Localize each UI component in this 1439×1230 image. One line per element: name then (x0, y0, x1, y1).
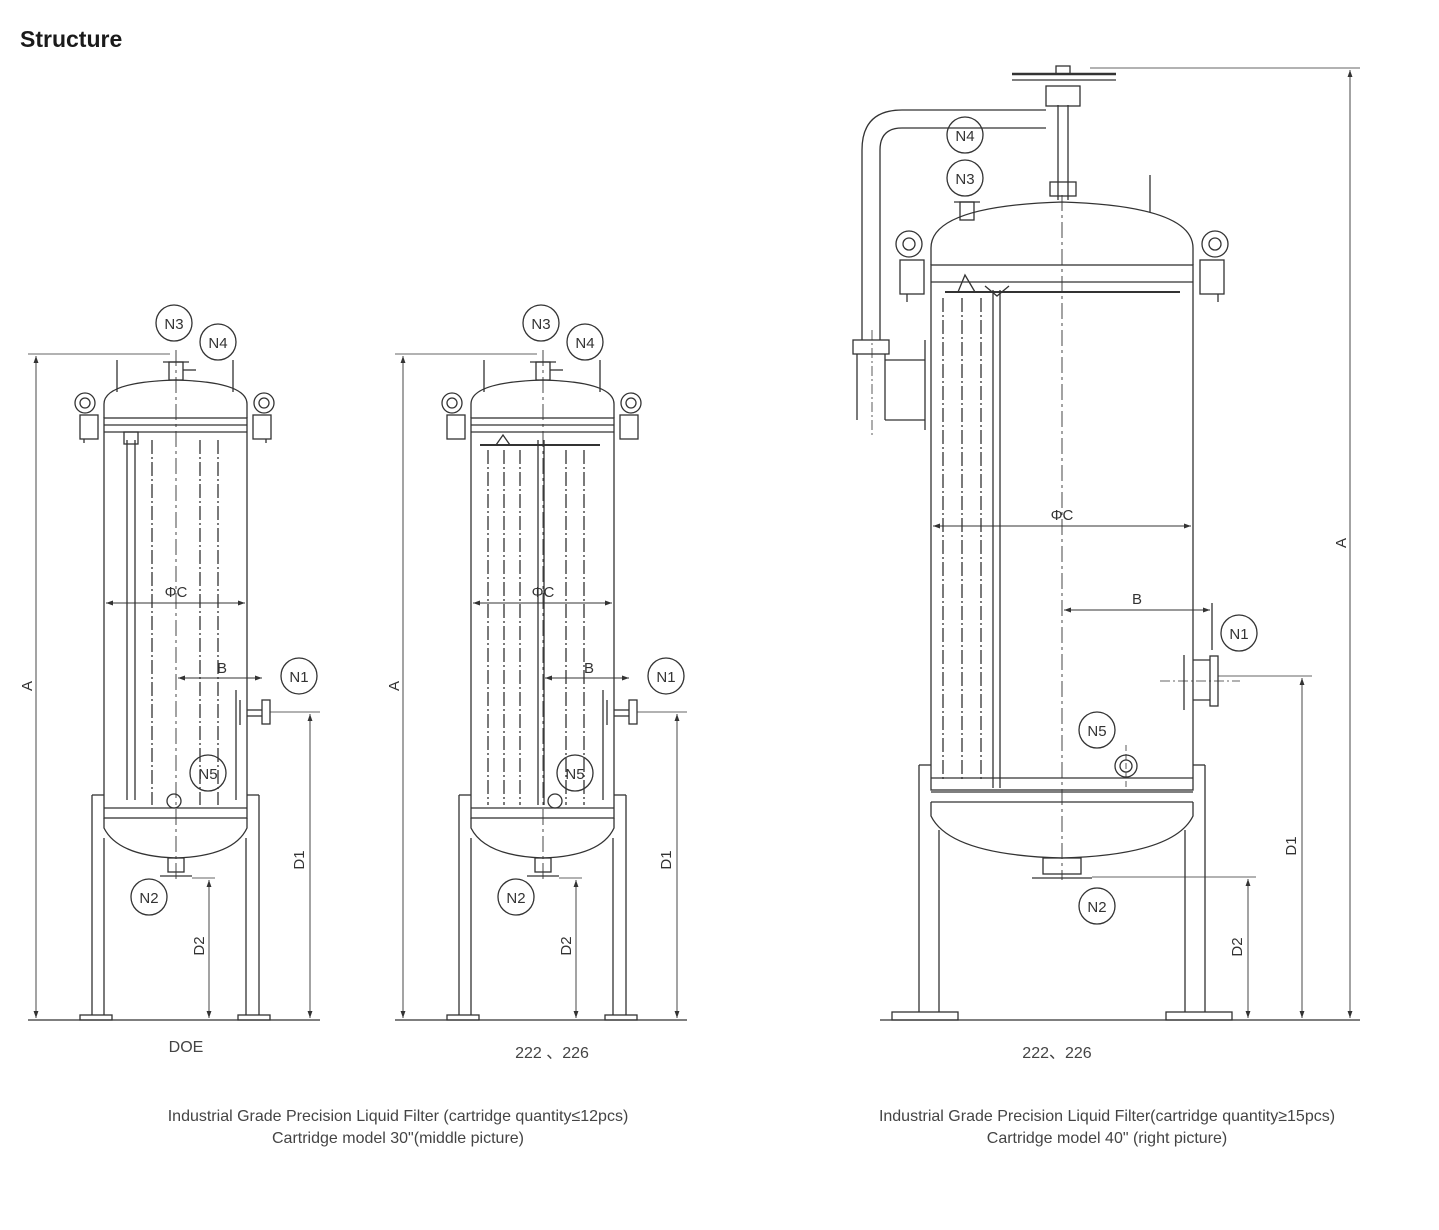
filter-drawing-right (852, 65, 1360, 1021)
dim-a-label: A (386, 681, 403, 691)
callout-n1: N1 (656, 669, 675, 686)
model-label-right: 222、226 (1022, 1045, 1092, 1062)
callout-n5: N5 (565, 766, 584, 783)
dim-d2-label: D2 (191, 936, 208, 955)
dim-d2-label: D2 (558, 936, 575, 955)
callout-n2: N2 (1087, 899, 1106, 916)
dim-c-label: ΦC (532, 584, 555, 601)
callout-n4: N4 (955, 128, 974, 145)
dim-b-label: B (1132, 591, 1142, 608)
caption-left-line1: Industrial Grade Precision Liquid Filter… (167, 1108, 629, 1125)
filter-drawing-left (28, 304, 320, 1021)
callout-n3: N3 (955, 171, 974, 188)
dim-b-label: B (584, 660, 594, 677)
callout-n5: N5 (198, 766, 217, 783)
caption-left-line2: Cartridge model 30"(middle picture) (271, 1130, 524, 1147)
caption-right-line2: Cartridge model 40" (right picture) (986, 1130, 1228, 1147)
dim-c-label: ΦC (165, 584, 188, 601)
caption-left: Industrial Grade Precision Liquid Filter… (118, 1106, 678, 1150)
dim-c-label: ΦC (1051, 507, 1074, 524)
callout-n5: N5 (1087, 723, 1106, 740)
labels-middle: N3 N4 N1 N5 N2 ΦC B A D1 D2 (386, 316, 676, 956)
section-title: Structure (20, 26, 123, 52)
dim-a-label: A (1333, 538, 1350, 548)
caption-right: Industrial Grade Precision Liquid Filter… (827, 1106, 1387, 1150)
callout-n3: N3 (164, 316, 183, 333)
labels-right: N4 N3 N1 N5 N2 ΦC B A D1 D2 (955, 128, 1350, 957)
dim-d1-label: D1 (291, 850, 308, 869)
caption-right-line1: Industrial Grade Precision Liquid Filter… (878, 1108, 1336, 1125)
labels-left: N3 N4 N1 N5 N2 ΦC B A D1 D2 (19, 316, 309, 956)
callout-n2: N2 (506, 890, 525, 907)
callout-n1: N1 (289, 669, 308, 686)
dim-d1-label: D1 (658, 850, 675, 869)
filter-drawing-middle (395, 304, 687, 1021)
model-label-left: DOE (168, 1039, 204, 1056)
callout-n2: N2 (139, 890, 158, 907)
callout-n3: N3 (531, 316, 550, 333)
dim-b-label: B (217, 660, 227, 677)
callout-n4: N4 (575, 335, 594, 352)
callout-n1: N1 (1229, 626, 1248, 643)
model-label-middle: 222 、226 (515, 1045, 589, 1062)
callout-n4: N4 (208, 335, 227, 352)
dim-a-label: A (19, 681, 36, 691)
dim-d1-label: D1 (1283, 836, 1300, 855)
dim-d2-label: D2 (1229, 937, 1246, 956)
